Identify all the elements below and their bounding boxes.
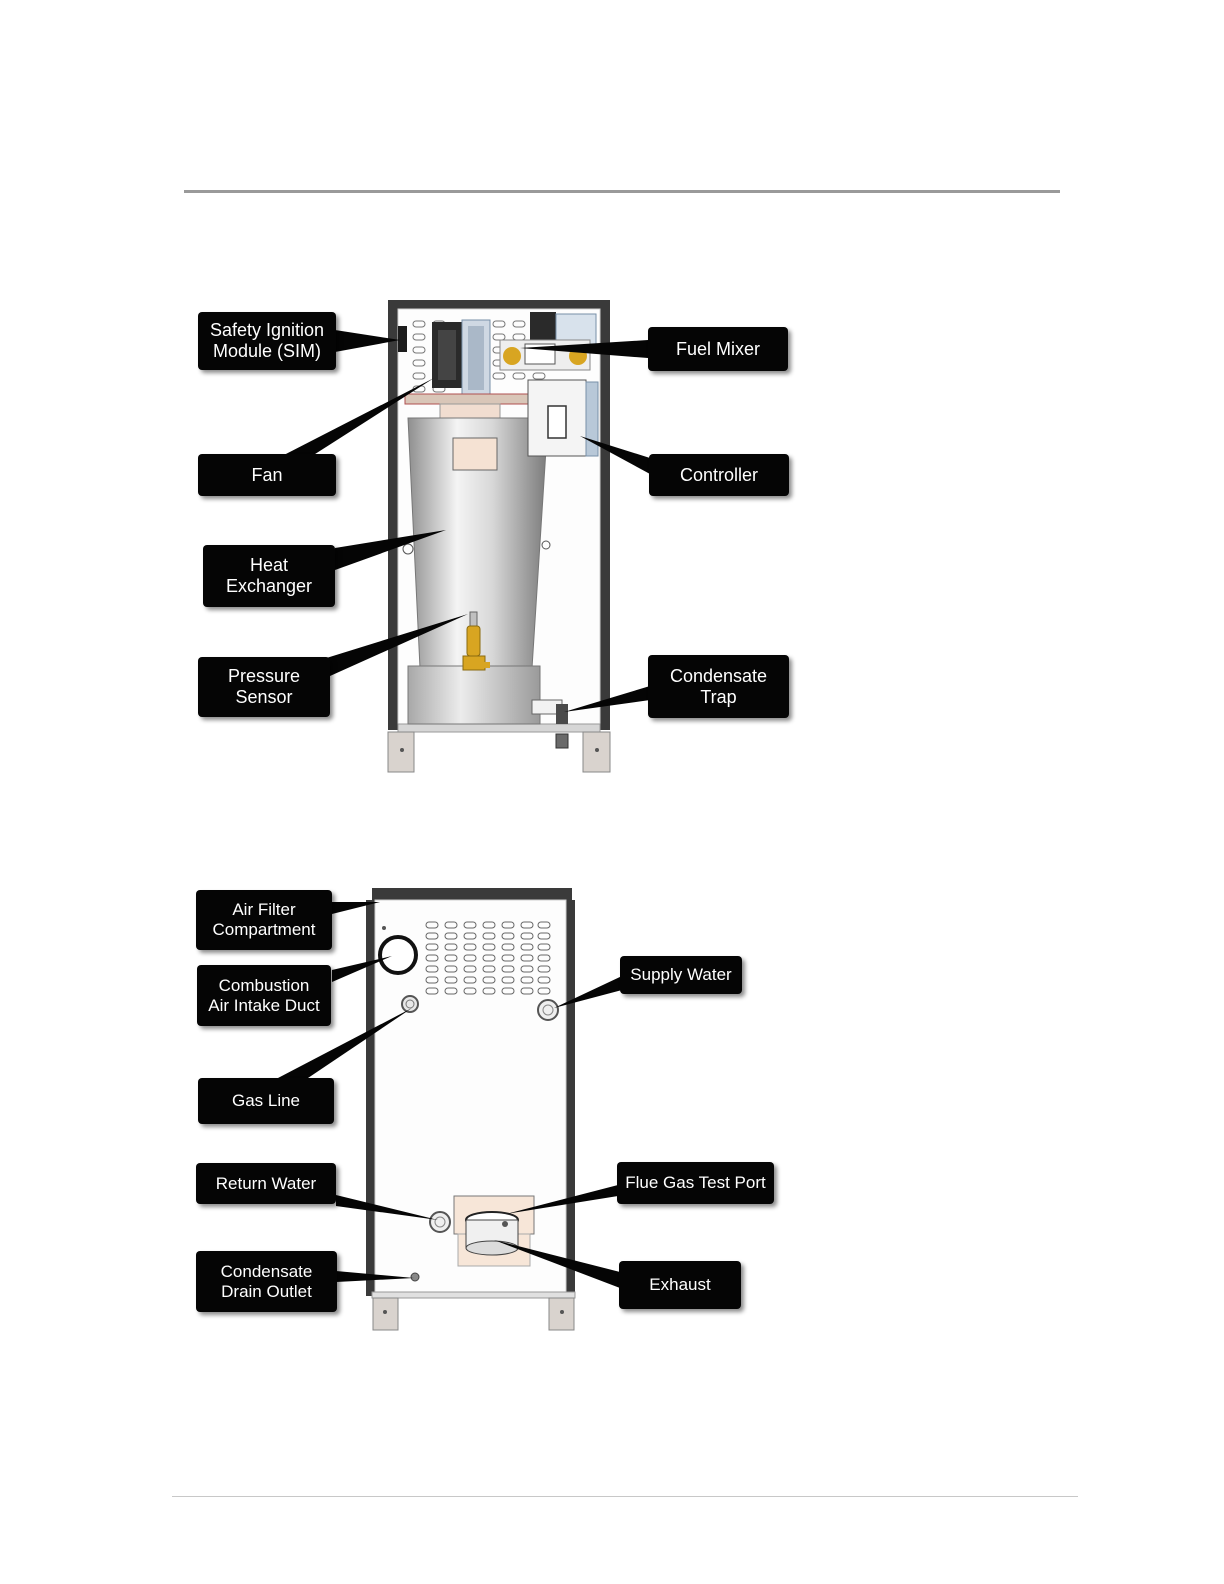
gas-line-part <box>402 996 418 1012</box>
callout-gas-line: Gas Line <box>198 1078 334 1124</box>
callout-condensate-drain-outlet: Condensate Drain Outlet <box>196 1251 337 1312</box>
screw-icon <box>382 926 386 930</box>
exhaust-part <box>454 1196 534 1266</box>
return-water-part <box>430 1212 450 1232</box>
callout-return-water: Return Water <box>196 1163 336 1204</box>
condensate-drain-part <box>411 1273 419 1281</box>
combustion-air-intake-part <box>380 937 416 973</box>
supply-water-part <box>538 1000 558 1020</box>
callout-combustion-air-intake-duct: Combustion Air Intake Duct <box>197 965 331 1026</box>
callout-air-filter-compartment: Air Filter Compartment <box>196 890 332 950</box>
callout-supply-water: Supply Water <box>620 956 742 994</box>
footer-rule <box>172 1496 1078 1497</box>
callout-exhaust: Exhaust <box>619 1261 741 1309</box>
callout-flue-gas-test-port: Flue Gas Test Port <box>617 1162 774 1204</box>
